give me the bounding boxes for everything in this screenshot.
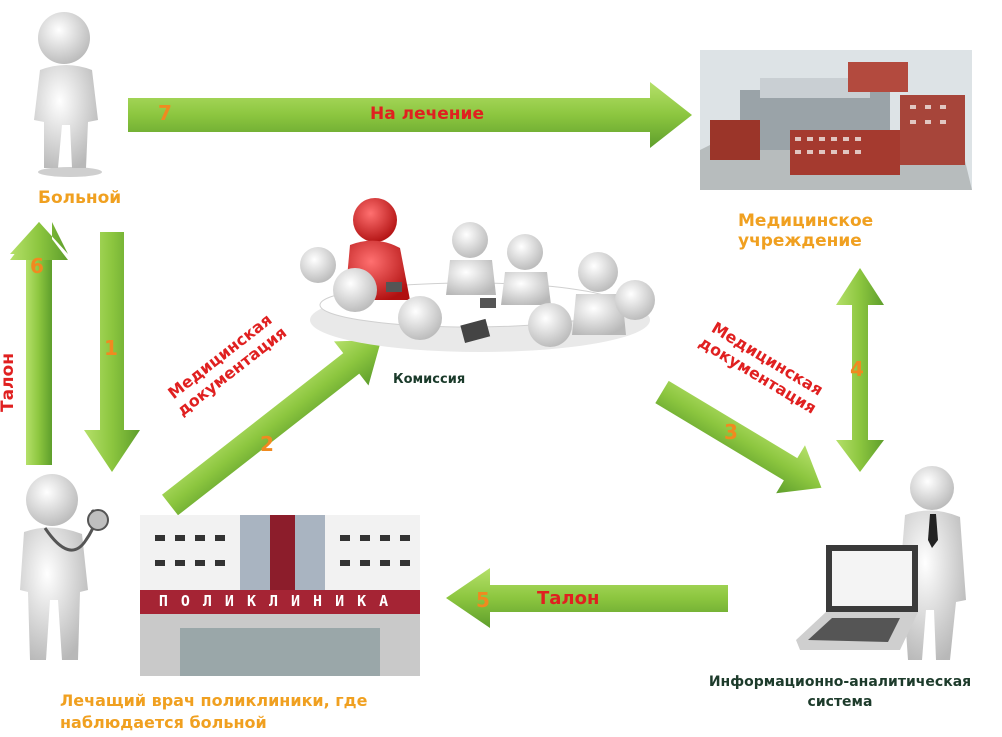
system-label-line2: система [807, 694, 873, 710]
arrow-7-label: На лечение [370, 104, 484, 124]
patient-label: Больной [38, 188, 122, 208]
arrow-6-shaft [26, 258, 52, 465]
arrow-4-number: 4 [850, 357, 864, 381]
arrow-4 [836, 305, 884, 472]
arrow-2 [161, 340, 382, 516]
hospital-image [700, 50, 972, 190]
clinic-image [140, 515, 420, 676]
arrow-1 [84, 232, 140, 472]
arrow-5 [446, 568, 728, 628]
doctor-figure [20, 474, 109, 660]
arrow-6-number: 6 [30, 254, 44, 278]
clinic-sign: ПОЛИКЛИНИКА [158, 592, 402, 610]
doctor-label-line1: Лечащий врач поликлиники, где [60, 691, 368, 710]
arrow-3 [655, 380, 822, 494]
institution-label: Медицинское учреждение [738, 211, 874, 251]
arrow-2-number: 2 [260, 432, 274, 456]
arrow-4-head-up [836, 268, 884, 305]
arrow-1-number: 1 [104, 336, 118, 360]
system-label-line1: Информационно-аналитическая [708, 674, 972, 690]
system-label: Информационно-аналитическая система [700, 672, 980, 712]
patient-figure [34, 12, 102, 177]
commission-label: Комиссия [393, 372, 466, 387]
doctor-label-line2: наблюдается больной [60, 713, 267, 732]
arrow-5-label: Талон [537, 588, 600, 609]
commission-image [300, 198, 655, 352]
system-figure [796, 466, 966, 660]
arrow-5-number: 5 [476, 588, 490, 612]
doctor-label: Лечащий врач поликлиники, где наблюдаетс… [60, 690, 367, 734]
arrow-7-number: 7 [158, 101, 172, 125]
arrow-3-number: 3 [724, 420, 738, 444]
arrow-6-label: Талон [0, 353, 18, 412]
arrow-6-head [10, 222, 68, 260]
arrow-7 [128, 82, 692, 148]
